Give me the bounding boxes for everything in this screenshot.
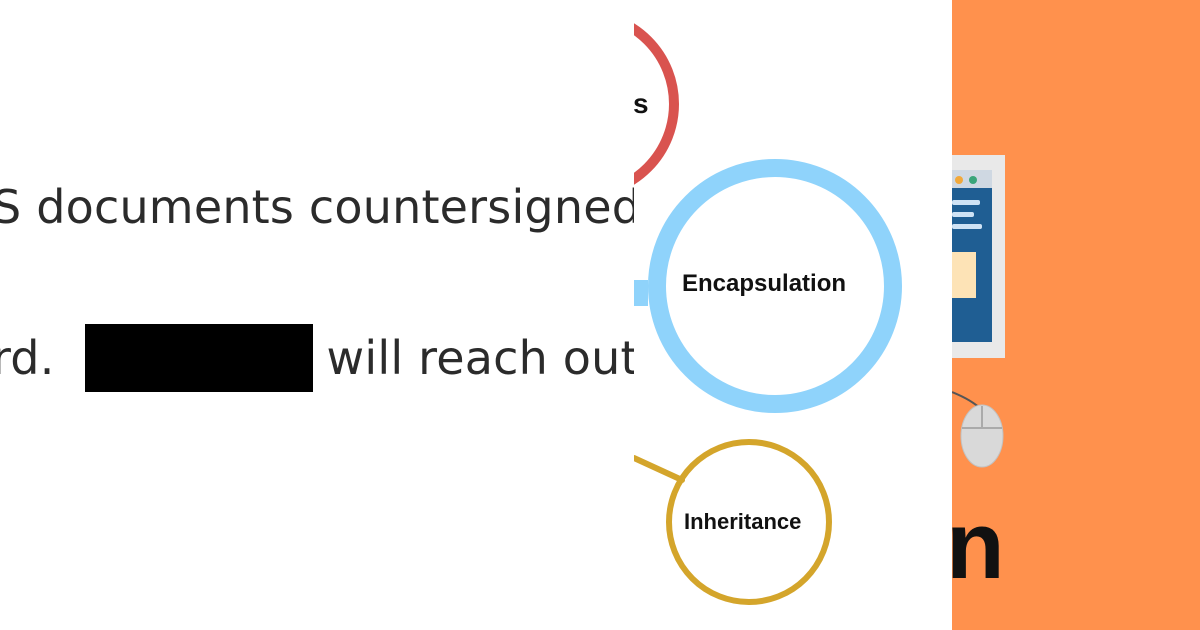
window-dot-green [969, 176, 977, 184]
diagram-canvas [634, 23, 902, 605]
screen-line-1 [952, 200, 980, 205]
banner-partial-text: n [952, 492, 1005, 599]
window-dot-yellow [955, 176, 963, 184]
inheritance-connector [634, 455, 685, 483]
computer-monitor-and-mouse-icon [952, 155, 1005, 468]
document-text-line-2: rd. will reach out [0, 324, 634, 392]
screen-line-3 [952, 224, 982, 229]
document-text-line-1: S documents countersigned [0, 180, 634, 234]
node-circle-s [634, 23, 679, 185]
document-panel: S documents countersigned rd. will reach… [0, 180, 634, 392]
redaction-bar [84, 324, 313, 392]
document-text-line-2-start: rd. [0, 331, 55, 385]
node-circle-encapsulation [648, 159, 902, 413]
concept-diagram: s Encapsulation Inheritance [634, 0, 952, 630]
mouse-body [960, 404, 1004, 468]
node-label-inheritance: Inheritance [684, 509, 802, 534]
orange-banner: n [952, 0, 1200, 630]
screen-line-2 [952, 212, 974, 217]
screen-content-block [952, 252, 976, 298]
node-label-encapsulation: Encapsulation [682, 270, 847, 297]
node-label-s: s [634, 88, 649, 119]
document-text-line-2-end: will reach out [326, 331, 634, 385]
encapsulation-connector [634, 280, 648, 306]
node-circle-inheritance [666, 439, 832, 605]
